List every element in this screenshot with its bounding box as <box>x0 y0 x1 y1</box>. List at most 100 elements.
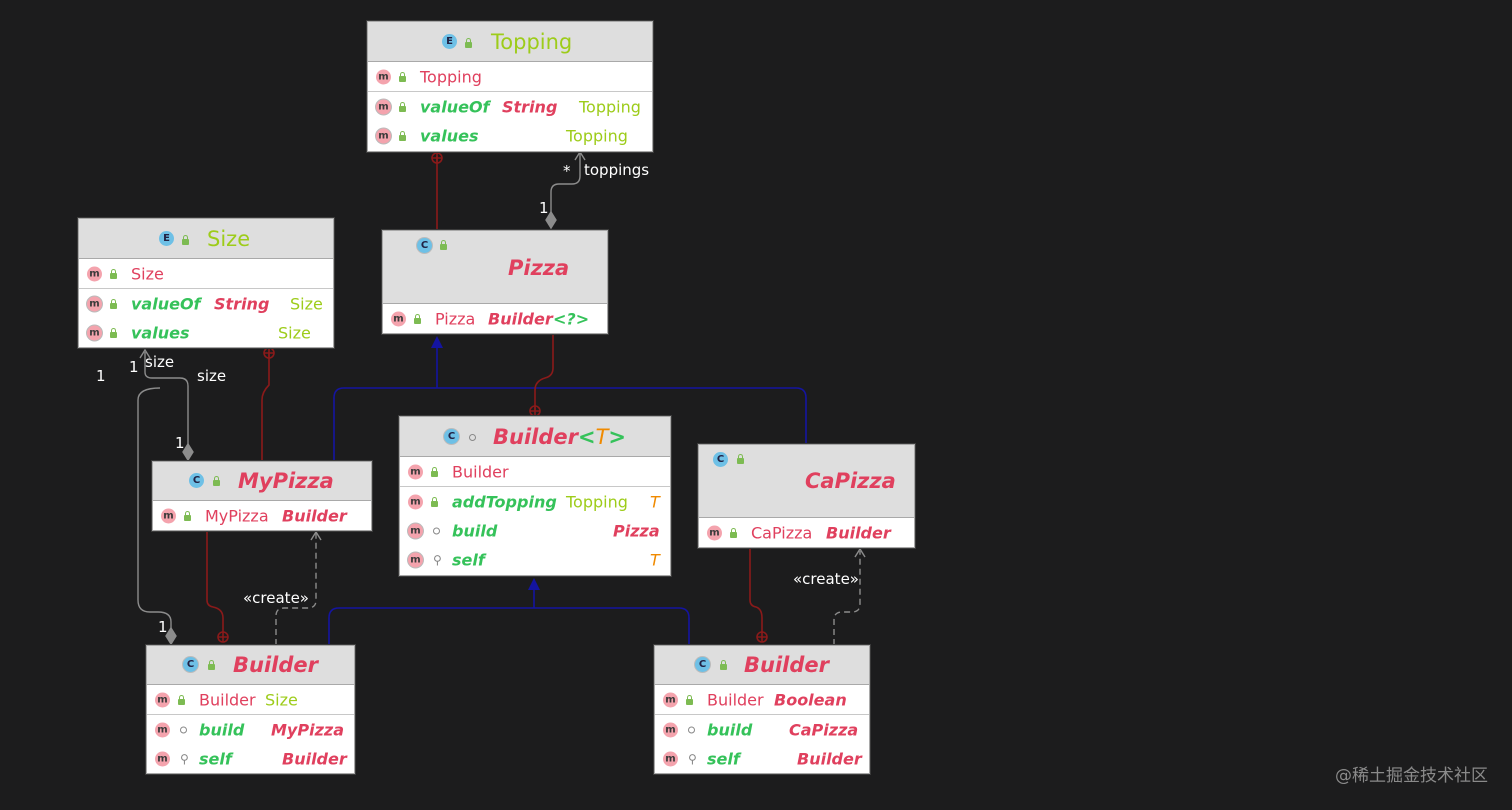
method-badge-icon: m <box>663 751 678 766</box>
constructor-row[interactable]: m Builder Size <box>147 685 354 714</box>
private-lock-icon <box>730 527 737 538</box>
method-name: valueOf <box>131 294 201 313</box>
association-lines <box>137 150 586 646</box>
static-method-badge-icon: m <box>87 325 102 340</box>
constructor-row[interactable]: m Builder <box>400 457 670 486</box>
protected-key-icon: ⚲ <box>433 552 442 567</box>
public-lock-icon <box>213 476 220 486</box>
inheritance-to-builder <box>328 578 690 645</box>
method-row[interactable]: m ⚲ self T <box>400 545 670 574</box>
abstract-class-badge-icon: C <box>444 429 459 444</box>
method-row[interactable]: m valueOf String Topping <box>368 92 652 121</box>
method-row[interactable]: m valueOf String Size <box>79 289 333 318</box>
class-pizza[interactable]: C Pizza m Pizza Builder <?> <box>382 230 608 334</box>
class-title: CaPizza <box>805 469 896 493</box>
constructors: m MyPizza Builder <box>153 501 371 530</box>
header: E Size <box>79 219 333 259</box>
header: C Pizza <box>383 231 607 304</box>
enum-badge-icon: E <box>442 34 457 49</box>
class-mypizza[interactable]: C MyPizza m MyPizza Builder <box>152 461 372 531</box>
public-lock-icon <box>440 240 447 250</box>
constructor-row[interactable]: m Size <box>79 259 333 288</box>
method-name: self <box>199 749 232 768</box>
protected-key-icon: ⚲ <box>688 751 697 766</box>
toppings-multiplicity-many: * <box>563 162 571 180</box>
constructor-param: Boolean <box>774 690 847 709</box>
class-capizza[interactable]: C CaPizza m CaPizza Builder <box>698 444 915 548</box>
public-lock-icon <box>399 130 406 141</box>
class-title: Pizza <box>508 256 570 280</box>
public-lock-icon <box>465 38 472 48</box>
method-badge-icon: m <box>155 722 170 737</box>
abstract-method-badge-icon: m <box>408 523 423 538</box>
public-lock-icon <box>208 660 215 670</box>
public-lock-icon <box>431 466 438 477</box>
method-badge-icon: m <box>87 266 102 281</box>
constructor-param: Size <box>265 690 298 709</box>
method-name: build <box>707 720 753 739</box>
class-title: Builder <box>233 653 318 677</box>
method-badge-icon: m <box>376 69 391 84</box>
method-return: Builder <box>797 749 862 768</box>
constructor-row[interactable]: m Builder Boolean <box>655 685 869 714</box>
method-return: CaPizza <box>789 720 859 739</box>
constructor-row[interactable]: m Topping <box>368 62 652 91</box>
generic-open: < <box>577 425 596 449</box>
public-lock-icon <box>399 71 406 82</box>
constructors: m Pizza Builder <?> <box>383 304 607 333</box>
generic-wildcard: <?> <box>553 309 590 328</box>
header: C Builder <box>147 646 354 685</box>
constructor-name: Builder <box>707 690 764 709</box>
constructor-row[interactable]: m CaPizza Builder <box>699 518 914 547</box>
constructor-name: MyPizza <box>205 506 269 525</box>
method-return: Builder <box>282 749 347 768</box>
constructors: m Builder Boolean <box>655 685 869 715</box>
generic-param: T <box>595 425 609 449</box>
method-badge-icon: m <box>155 751 170 766</box>
private-lock-icon <box>184 510 191 521</box>
constructor-row[interactable]: m MyPizza Builder <box>153 501 371 530</box>
constructor-name: Topping <box>420 67 482 86</box>
method-row[interactable]: m build CaPizza <box>655 715 869 744</box>
method-row[interactable]: m build Pizza <box>400 516 670 545</box>
method-row[interactable]: m addTopping Topping T <box>400 487 670 516</box>
method-return: T <box>650 550 660 569</box>
class-pizza-builder[interactable]: C Builder<T> m Builder m addTopping Topp… <box>399 416 671 576</box>
size-role-label-a: size <box>145 353 175 371</box>
create-label-mypizza: «create» <box>243 589 309 607</box>
method-name: valueOf <box>420 97 490 116</box>
constructor-row[interactable]: m Pizza Builder <?> <box>383 304 607 333</box>
static-class-badge-icon: C <box>183 657 198 672</box>
method-return: Pizza <box>613 521 660 540</box>
class-mypizza-builder[interactable]: C Builder m Builder Size m build MyPizza… <box>146 645 355 774</box>
method-name: values <box>420 126 479 145</box>
method-row[interactable]: m values Size <box>79 318 333 347</box>
method-row[interactable]: m ⚲ self Builder <box>147 744 354 773</box>
constructor-name: Builder <box>199 690 256 709</box>
methods: m valueOf String Size m values Size <box>79 289 333 347</box>
enum-badge-icon: E <box>159 231 174 246</box>
constructor-param: Builder <box>488 309 553 328</box>
method-row[interactable]: m build MyPizza <box>147 715 354 744</box>
size-multiplicity-builder: 1 <box>158 618 168 636</box>
watermark: @稀土掘金技术社区 <box>1335 766 1488 786</box>
create-label-capizza: «create» <box>793 570 859 588</box>
enum-topping[interactable]: E Topping m Topping m valueOf String Top… <box>367 21 653 152</box>
method-return: Topping <box>566 126 628 145</box>
abstract-method-badge-icon: m <box>408 552 423 567</box>
create-dependency-lines <box>275 533 861 645</box>
static-method-badge-icon: m <box>376 128 391 143</box>
method-return: Topping <box>579 97 641 116</box>
class-capizza-builder[interactable]: C Builder m Builder Boolean m build CaPi… <box>654 645 870 774</box>
method-row[interactable]: m ⚲ self Builder <box>655 744 869 773</box>
public-lock-icon <box>399 101 406 112</box>
method-row[interactable]: m values Topping <box>368 121 652 150</box>
constructor-name: Size <box>131 264 164 283</box>
constructor-name: Pizza <box>435 309 476 328</box>
method-name: build <box>452 521 498 540</box>
method-badge-icon: m <box>161 508 176 523</box>
static-class-badge-icon: C <box>695 657 710 672</box>
constructor-name: Builder <box>452 462 509 481</box>
enum-size[interactable]: E Size m Size m valueOf String Size m va… <box>78 218 334 348</box>
